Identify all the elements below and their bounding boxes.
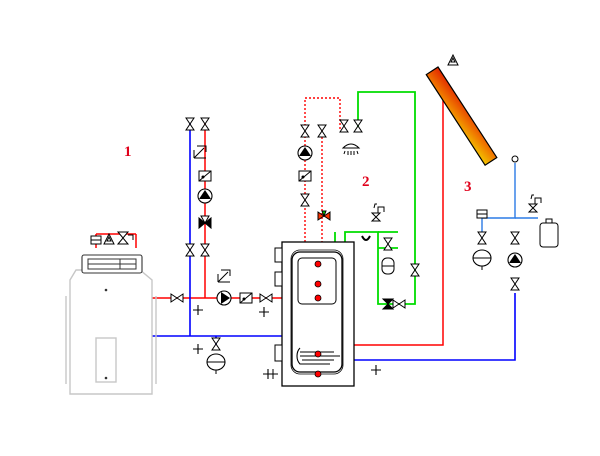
storage-tank [268,241,355,387]
bowtie-valve-icon [510,231,520,245]
expansion-vessel-icon [381,257,395,275]
thermostatic-mixer-icon [317,210,331,221]
circulation-pump-icon [297,145,313,161]
burner-head [81,254,143,274]
solar-collector [425,53,519,167]
shower-head-icon [341,143,361,155]
expansion-vessel-icon [206,353,226,374]
pipes-collector-return [481,163,538,238]
bowtie-valve-icon [200,117,210,131]
mixing-valve-icon [198,215,212,230]
bowtie-valve-icon [383,237,393,251]
bowtie-valve-icon [353,119,363,133]
bowtie-valve-icon [300,124,310,138]
bowtie-valve-icon [185,243,195,257]
safety-valve-icon [370,203,385,222]
bowtie-valve-icon [211,337,221,351]
check-valve-icon [381,298,395,310]
pressure-gauge-icon [217,269,231,283]
circulation-pump-icon [216,290,232,306]
bowtie-valve-icon [392,299,406,309]
circuit-label-2: 2 [362,174,370,190]
plus-icon [259,307,269,317]
circuit-label-3: 3 [464,179,472,195]
bowtie-valve-icon [200,243,210,257]
bowtie-valve-icon [185,117,195,131]
plus-icon [193,305,203,315]
circuit-label-1: 1 [124,144,132,160]
glycol-canister-icon [539,218,559,248]
pressure-switch-icon [476,209,488,219]
check-valve-icon [198,170,212,182]
plus-icon [371,365,381,375]
elbow-fitting-icon [361,235,371,241]
tank-sensors [314,260,322,378]
components [170,117,559,379]
circulation-pump-icon [197,188,213,204]
plus-icon [263,369,273,379]
bowtie-valve-icon [477,231,487,245]
safety-valve-icon [527,194,542,213]
check-valve-icon [239,292,253,304]
plus-icon [193,344,203,354]
bowtie-valve-icon [317,124,327,138]
bowtie-valve-icon [339,119,349,133]
check-valve-icon [298,170,312,182]
bowtie-valve-icon [510,277,520,291]
bowtie-valve-icon [410,263,420,277]
expansion-vessel-icon [472,249,492,270]
bowtie-valve-icon [300,193,310,207]
pressure-gauge-icon [193,145,207,159]
bowtie-valve-icon [170,293,184,303]
circulation-pump-icon [507,252,523,268]
bowtie-valve-icon [259,293,273,303]
boiler [65,231,157,395]
boiler-controls [90,231,134,245]
